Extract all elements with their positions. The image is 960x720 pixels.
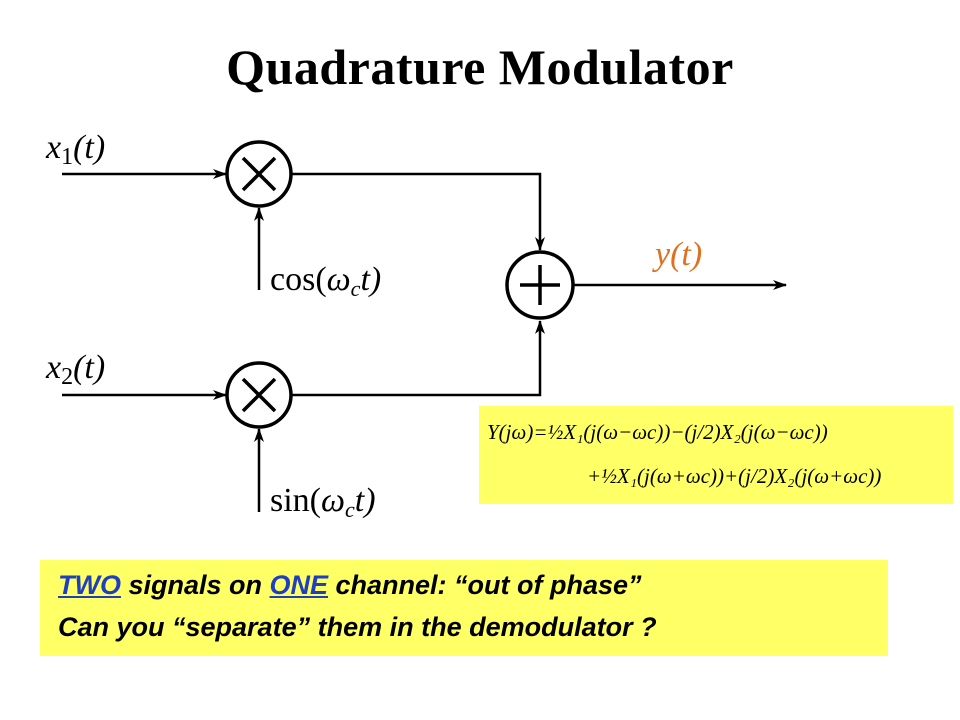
label-x1: x1(t) bbox=[45, 129, 105, 170]
keyword-one: ONE bbox=[269, 570, 329, 600]
note-line-2: Can you “separate” them in the demodulat… bbox=[58, 612, 657, 642]
page-title: Quadrature Modulator bbox=[226, 39, 734, 95]
label-cos-carrier: cos(ωct) bbox=[270, 261, 381, 301]
label-output-y: y(t) bbox=[652, 236, 702, 273]
equation-line-1: Y(jω)=½X₁(j(ω−ωc))−(j/2)X₂(j(ω−ωc)) bbox=[487, 420, 828, 444]
note-box: TWO signals on ONE channel: “out of phas… bbox=[40, 560, 888, 656]
top-path-to-summer bbox=[291, 172, 545, 251]
label-sin-carrier: sin(ωct) bbox=[270, 482, 376, 522]
multiplier-bottom-icon bbox=[225, 361, 293, 429]
bottom-path-to-summer bbox=[291, 320, 545, 397]
multiplier-top-icon bbox=[225, 140, 293, 208]
summer-icon bbox=[505, 250, 575, 320]
equation-line-2: +½X₁(j(ω+ωc))+(j/2)X₂(j(ω+ωc)) bbox=[587, 464, 882, 488]
label-x2: x2(t) bbox=[45, 349, 105, 390]
keyword-two: TWO bbox=[58, 570, 121, 600]
note-line-1: TWO signals on ONE channel: “out of phas… bbox=[58, 570, 642, 600]
equation-box: Y(jω)=½X₁(j(ω−ωc))−(j/2)X₂(j(ω−ωc)) +½X₁… bbox=[479, 406, 953, 504]
